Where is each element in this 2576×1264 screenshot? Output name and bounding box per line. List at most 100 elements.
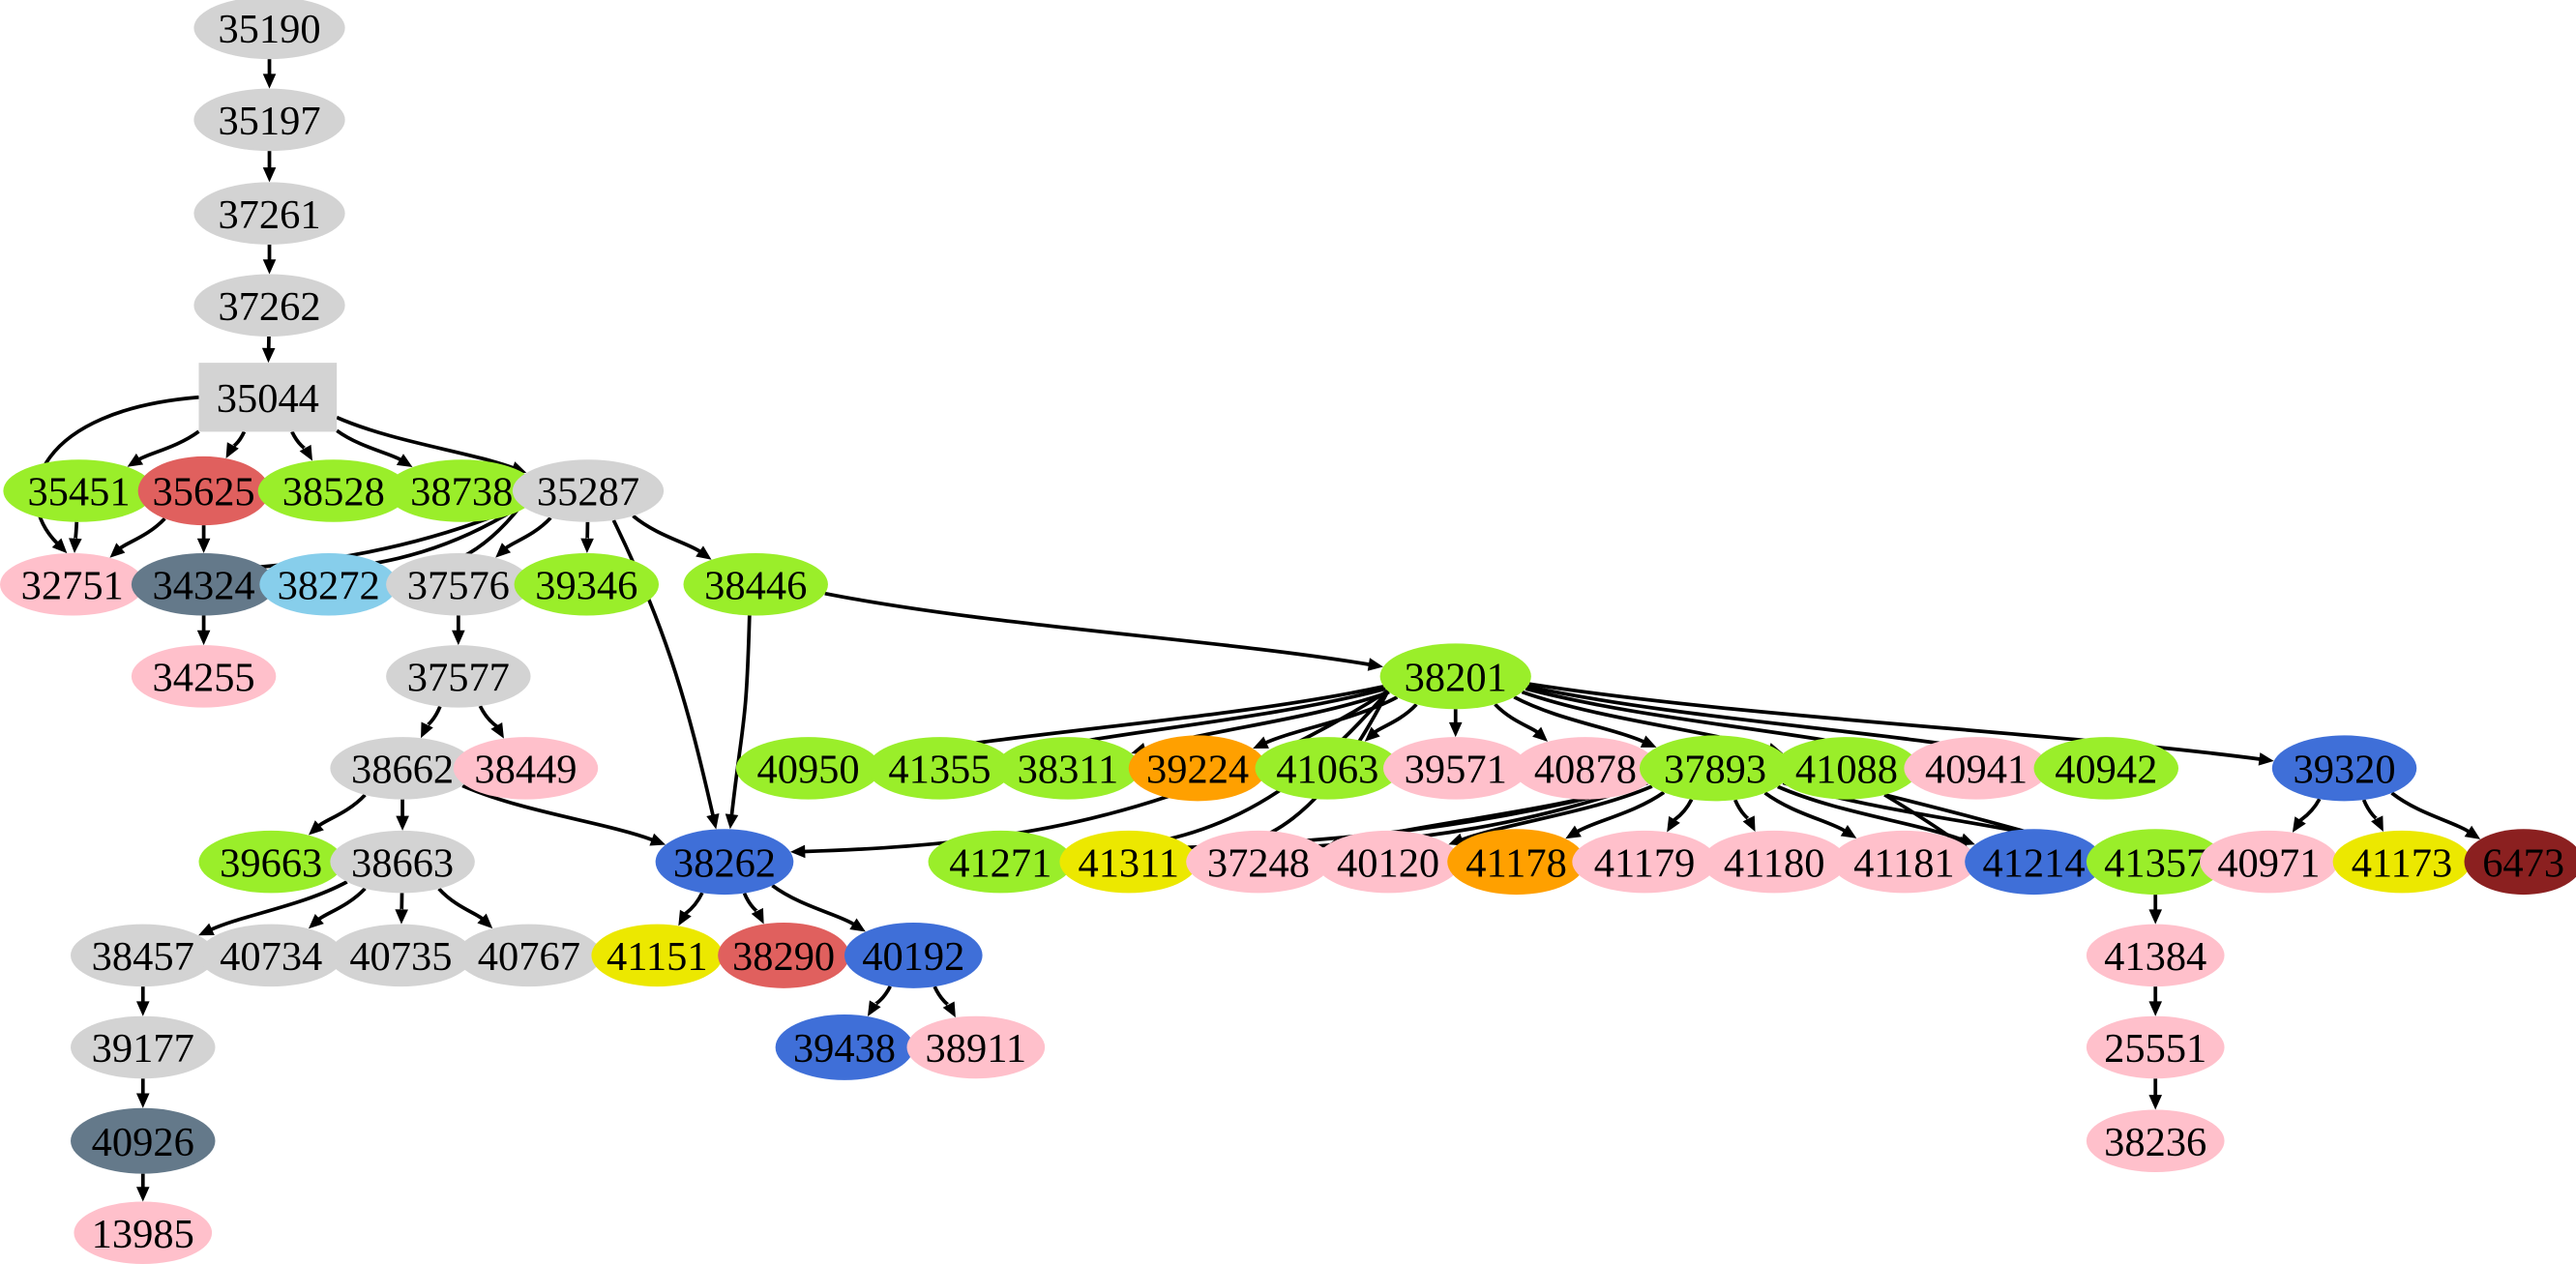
node-ellipse[interactable]: [775, 1014, 914, 1080]
node-ellipse[interactable]: [1186, 830, 1331, 894]
node-ellipse[interactable]: [2332, 830, 2472, 894]
graph-node-41173[interactable]: 41173: [2332, 830, 2472, 894]
graph-node-40734[interactable]: 40734: [198, 924, 343, 987]
graph-node-37262[interactable]: 37262: [193, 274, 345, 337]
graph-node-25551[interactable]: 25551: [2086, 1015, 2225, 1079]
node-ellipse[interactable]: [1572, 830, 1717, 894]
graph-node-34324[interactable]: 34324: [131, 553, 277, 616]
node-ellipse[interactable]: [71, 924, 216, 987]
node-ellipse[interactable]: [71, 1107, 216, 1174]
graph-node-41178[interactable]: 41178: [1447, 829, 1585, 896]
node-ellipse[interactable]: [2033, 737, 2179, 800]
graph-node-41180[interactable]: 41180: [1702, 830, 1847, 894]
node-ellipse[interactable]: [453, 737, 599, 800]
node-ellipse[interactable]: [0, 553, 145, 616]
graph-node-35625[interactable]: 35625: [137, 456, 270, 526]
node-ellipse[interactable]: [2200, 830, 2338, 894]
graph-node-41063[interactable]: 41063: [1255, 737, 1400, 800]
graph-node-39177[interactable]: 39177: [71, 1015, 216, 1079]
graph-node-37261[interactable]: 37261: [193, 182, 345, 245]
graph-node-37577[interactable]: 37577: [386, 645, 531, 708]
graph-node-38663[interactable]: 38663: [330, 830, 475, 894]
node-ellipse[interactable]: [1383, 737, 1528, 800]
node-ellipse[interactable]: [1639, 735, 1791, 802]
graph-node-38662[interactable]: 38662: [330, 737, 475, 800]
node-ellipse[interactable]: [131, 645, 277, 708]
graph-node-13985[interactable]: 13985: [74, 1201, 213, 1264]
graph-node-41179[interactable]: 41179: [1572, 830, 1717, 894]
node-ellipse[interactable]: [867, 737, 1013, 800]
node-ellipse[interactable]: [386, 553, 531, 616]
node-ellipse[interactable]: [514, 553, 660, 616]
node-ellipse[interactable]: [995, 737, 1140, 800]
graph-node-38236[interactable]: 38236: [2086, 1109, 2225, 1172]
graph-node-32751[interactable]: 32751: [0, 553, 145, 616]
graph-node-41151[interactable]: 41151: [591, 924, 724, 987]
node-ellipse[interactable]: [198, 830, 343, 894]
node-ellipse[interactable]: [71, 1015, 216, 1079]
node-ellipse[interactable]: [131, 553, 277, 616]
graph-node-38201[interactable]: 38201: [1379, 643, 1531, 710]
graph-node-38457[interactable]: 38457: [71, 924, 216, 987]
node-ellipse[interactable]: [2271, 735, 2417, 802]
graph-node-40192[interactable]: 40192: [844, 922, 983, 988]
node-ellipse[interactable]: [2086, 1109, 2225, 1172]
node-ellipse[interactable]: [386, 459, 538, 522]
node-ellipse[interactable]: [1904, 737, 2049, 800]
graph-node-39224[interactable]: 39224: [1128, 735, 1267, 802]
node-ellipse[interactable]: [328, 924, 474, 987]
graph-node-38290[interactable]: 38290: [718, 922, 850, 988]
graph-node-38911[interactable]: 38911: [906, 1015, 1046, 1079]
node-ellipse[interactable]: [3, 459, 155, 522]
node-ellipse[interactable]: [1128, 735, 1267, 802]
graph-node-40926[interactable]: 40926: [71, 1107, 216, 1174]
graph-node-39346[interactable]: 39346: [514, 553, 660, 616]
node-ellipse[interactable]: [844, 922, 983, 988]
node-ellipse[interactable]: [1059, 830, 1199, 894]
graph-node-40950[interactable]: 40950: [735, 737, 881, 800]
graph-node-6473[interactable]: 6473: [2464, 829, 2576, 896]
node-ellipse[interactable]: [2464, 829, 2576, 896]
node-ellipse[interactable]: [193, 274, 345, 337]
graph-node-38272[interactable]: 38272: [259, 553, 398, 616]
graph-node-37248[interactable]: 37248: [1186, 830, 1331, 894]
node-ellipse[interactable]: [1255, 737, 1400, 800]
node-ellipse[interactable]: [1379, 643, 1531, 710]
node-ellipse[interactable]: [330, 830, 475, 894]
graph-node-41214[interactable]: 41214: [1965, 829, 2103, 896]
graph-node-35197[interactable]: 35197: [193, 88, 345, 152]
graph-node-40942[interactable]: 40942: [2033, 737, 2179, 800]
graph-node-40941[interactable]: 40941: [1904, 737, 2049, 800]
graph-node-39438[interactable]: 39438: [775, 1014, 914, 1080]
node-ellipse[interactable]: [457, 924, 602, 987]
graph-node-40971[interactable]: 40971: [2200, 830, 2338, 894]
graph-node-40735[interactable]: 40735: [328, 924, 474, 987]
node-ellipse[interactable]: [193, 182, 345, 245]
node-ellipse[interactable]: [906, 1015, 1046, 1079]
node-ellipse[interactable]: [1831, 830, 1977, 894]
graph-node-35287[interactable]: 35287: [512, 459, 665, 522]
graph-node-38262[interactable]: 38262: [655, 829, 794, 896]
graph-node-40878[interactable]: 40878: [1513, 737, 1658, 800]
node-ellipse[interactable]: [718, 922, 850, 988]
node-ellipse[interactable]: [928, 830, 1074, 894]
node-ellipse[interactable]: [512, 459, 665, 522]
graph-node-34255[interactable]: 34255: [131, 645, 277, 708]
node-ellipse[interactable]: [1774, 737, 1919, 800]
graph-node-41088[interactable]: 41088: [1774, 737, 1919, 800]
node-ellipse[interactable]: [193, 88, 345, 152]
graph-node-38311[interactable]: 38311: [995, 737, 1140, 800]
graph-node-35044[interactable]: 35044: [198, 363, 338, 432]
node-ellipse[interactable]: [259, 553, 398, 616]
graph-node-41311[interactable]: 41311: [1059, 830, 1199, 894]
graph-node-38449[interactable]: 38449: [453, 737, 599, 800]
graph-node-41384[interactable]: 41384: [2086, 924, 2225, 987]
graph-node-35451[interactable]: 35451: [3, 459, 155, 522]
node-ellipse[interactable]: [386, 645, 531, 708]
graph-node-41271[interactable]: 41271: [928, 830, 1074, 894]
node-ellipse[interactable]: [257, 459, 409, 522]
graph-node-35190[interactable]: 35190: [193, 0, 345, 60]
node-ellipse[interactable]: [2086, 829, 2225, 896]
node-ellipse[interactable]: [2086, 1015, 2225, 1079]
node-ellipse[interactable]: [330, 737, 475, 800]
